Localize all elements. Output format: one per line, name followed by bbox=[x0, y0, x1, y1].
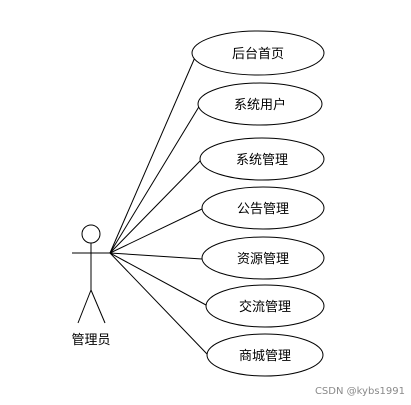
association-line-4 bbox=[109, 208, 203, 254]
association-lines bbox=[109, 54, 208, 355]
actor-figure bbox=[72, 224, 110, 324]
actor-label: 管理员 bbox=[71, 333, 110, 348]
use-case-4: 公告管理 bbox=[201, 186, 325, 230]
association-line-3 bbox=[109, 159, 202, 254]
association-line-6 bbox=[109, 252, 207, 306]
watermark: CSDN @kybs1991 bbox=[314, 386, 405, 397]
use-case-ellipse bbox=[191, 30, 325, 76]
use-case-label: 交流管理 bbox=[239, 299, 291, 315]
use-case-5: 资源管理 bbox=[201, 236, 325, 280]
association-line-2 bbox=[109, 104, 201, 254]
use-case-label: 后台首页 bbox=[232, 47, 284, 62]
use-case-label: 商城管理 bbox=[239, 349, 291, 364]
actor-head bbox=[81, 224, 101, 244]
use-case-label: 公告管理 bbox=[237, 202, 289, 217]
use-case-label: 系统管理 bbox=[236, 153, 288, 168]
use-case-6: 交流管理 bbox=[205, 284, 325, 328]
use-case-ellipse bbox=[201, 186, 325, 230]
use-case-label: 系统用户 bbox=[234, 97, 286, 113]
use-case-1: 后台首页 bbox=[191, 30, 325, 76]
use-case-3: 系统管理 bbox=[199, 137, 325, 181]
use-case-label: 资源管理 bbox=[237, 252, 289, 267]
use-case-ellipse bbox=[201, 236, 325, 280]
use-case-ellipse bbox=[205, 284, 325, 328]
actor-left-leg bbox=[77, 289, 92, 324]
use-case-2: 系统用户 bbox=[197, 82, 323, 126]
use-case-ellipse bbox=[199, 137, 325, 181]
use-case-ellipse bbox=[206, 333, 324, 377]
use-case-7: 商城管理 bbox=[206, 333, 324, 377]
use-case-ellipse bbox=[197, 82, 323, 126]
association-line-1 bbox=[109, 54, 197, 254]
association-line-7 bbox=[109, 252, 208, 355]
actor-right-leg bbox=[90, 289, 106, 324]
association-line-5 bbox=[109, 252, 203, 260]
